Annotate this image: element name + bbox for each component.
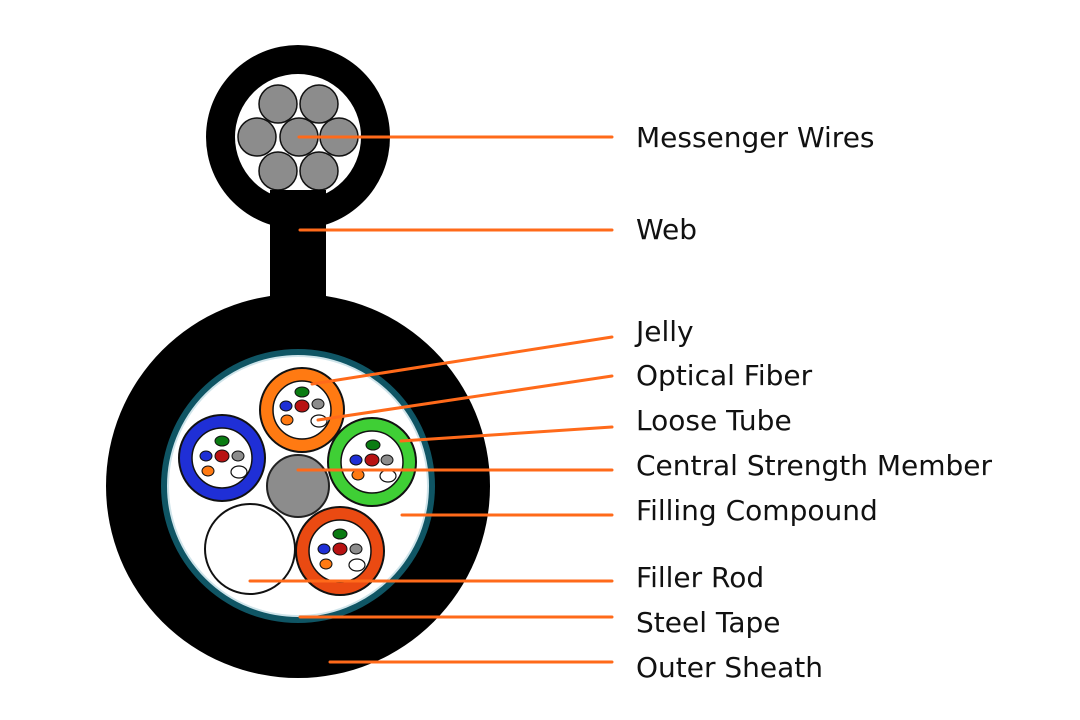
fiber-red: [294, 399, 310, 413]
leader-line-loose-tube: [399, 425, 614, 443]
loose-tube-left: [178, 414, 266, 502]
messenger-wires: [237, 84, 359, 191]
web-neck: [270, 190, 326, 310]
fiber-white: [230, 465, 248, 479]
messenger-wire: [258, 84, 298, 124]
label-steel-tape: Steel Tape: [636, 606, 781, 639]
label-outer-sheath: Outer Sheath: [636, 651, 823, 684]
fiber-orange: [280, 414, 294, 426]
fiber-gray: [380, 454, 394, 466]
fiber-white: [379, 469, 397, 483]
fiber-red: [332, 542, 348, 556]
fiber-blue: [279, 400, 293, 412]
fiber-green: [365, 439, 381, 451]
fiber-red: [364, 453, 380, 467]
fiber-gray: [311, 398, 325, 410]
label-optical-fiber: Optical Fiber: [636, 359, 813, 392]
loose-tube-right: [327, 417, 417, 507]
label-group: Messenger Wires Web Jelly Optical Fiber …: [634, 121, 993, 684]
label-filler-rod: Filler Rod: [636, 561, 764, 594]
main-cable-body: [106, 294, 490, 678]
loose-tube-top: [259, 367, 345, 453]
label-filling-compound: Filling Compound: [636, 494, 878, 527]
central-strength-member: [266, 454, 330, 518]
leader-line-jelly: [310, 335, 614, 386]
label-jelly: Jelly: [634, 315, 694, 348]
messenger-wire: [237, 117, 277, 157]
leader-line-optical-fiber: [316, 374, 614, 422]
fiber-green: [214, 435, 230, 447]
messenger-wire: [299, 84, 339, 124]
fiber-white: [348, 558, 366, 572]
messenger-wire: [258, 151, 298, 191]
label-web: Web: [636, 213, 697, 246]
fiber-orange: [201, 465, 215, 477]
fiber-red: [214, 449, 230, 463]
fiber-green: [332, 528, 348, 540]
label-central-strength-member: Central Strength Member: [636, 449, 993, 482]
leader-lines: [248, 135, 614, 664]
fiber-blue: [199, 450, 213, 462]
loose-tube-bottom: [295, 506, 385, 596]
fiber-gray: [349, 543, 363, 555]
fiber-green: [294, 386, 310, 398]
label-loose-tube: Loose Tube: [636, 404, 792, 437]
messenger-wire: [299, 151, 339, 191]
messenger-section: [206, 45, 390, 229]
fiber-blue: [349, 454, 363, 466]
fiber-orange: [319, 558, 333, 570]
fiber-gray: [231, 450, 245, 462]
filler-rod: [204, 503, 296, 595]
fiber-blue: [317, 543, 331, 555]
label-messenger-wires: Messenger Wires: [636, 121, 875, 154]
